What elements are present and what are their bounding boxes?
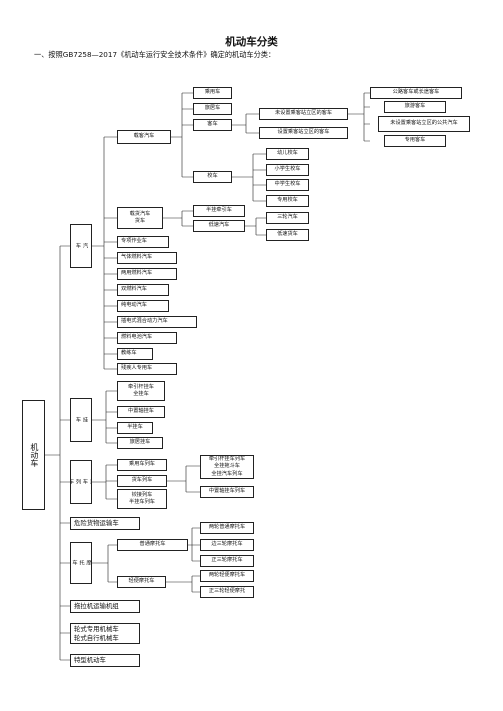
truck-train-center-axle: 中置轴挂车列车 <box>200 486 254 498</box>
category-wheeled: 轮式专用机械车 轮式自行机械车 <box>70 623 140 644</box>
trailer-semi: 半挂车 <box>117 422 153 434</box>
trailer-center-axle: 中置轴挂车 <box>117 406 165 418</box>
root-motor-vehicle: 机动车 <box>22 400 45 510</box>
cargo-car: 载货汽车 货车 <box>117 207 163 229</box>
train-passenger: 乘用车列车 <box>117 459 167 471</box>
page-title: 机动车分类 <box>225 36 278 48</box>
bus-special: 专用客车 <box>384 135 446 147</box>
trailer-caravan: 旅居挂车 <box>117 437 163 449</box>
type-rv: 旅居车 <box>193 103 232 115</box>
other-training: 教练车 <box>117 348 153 360</box>
type-bus: 客车 <box>193 119 232 131</box>
other-plugin-hybrid: 插电式混合动力汽车 <box>117 316 197 328</box>
category-hazmat: 危险货物运输车 <box>70 517 140 530</box>
school-primary: 小学生校车 <box>266 164 309 176</box>
category-car: 汽 车 <box>70 224 92 268</box>
truck-train-drawbar: 牵引杆挂车列车 全挂拖斗车 全挂汽车列车 <box>200 455 254 479</box>
moto-ordinary: 普通摩托车 <box>117 539 188 551</box>
other-dual-fuel: 双燃料汽车 <box>117 284 169 296</box>
bus-tour: 旅游客车 <box>384 101 446 113</box>
moto-two-wheel-light: 两轮轻便摩托车 <box>200 570 254 582</box>
cargo-low-speed: 低速汽车 <box>193 220 245 232</box>
cargo-semi-tractor: 半挂牵引车 <box>193 205 245 217</box>
passenger-car: 载客汽车 <box>117 130 171 144</box>
school-special: 专用校车 <box>266 195 309 207</box>
other-fuel-cell: 燃料电池汽车 <box>117 332 177 344</box>
other-special-vehicle: 专项作业车 <box>117 236 169 248</box>
category-trailer: 挂 车 <box>70 398 92 442</box>
moto-light: 轻便摩托车 <box>117 576 166 588</box>
train-articulated: 铰接列车 半挂车列车 <box>117 489 167 509</box>
low-speed-truck: 低速货车 <box>266 229 309 241</box>
category-tractor: 拖拉机运输机组 <box>70 600 140 613</box>
bus-intercity: 公路客车或长途客车 <box>370 87 462 99</box>
moto-sidecar: 边三轮摩托车 <box>200 539 254 551</box>
bus-no-standing: 未设置乘客站立区的客车 <box>259 108 348 120</box>
category-special: 特型机动车 <box>70 654 140 667</box>
moto-two-wheel-ordinary: 两轮普通摩托车 <box>200 522 254 534</box>
category-train: 汽 车 列 车 <box>70 460 92 504</box>
train-truck: 货车列车 <box>117 475 167 487</box>
trailer-drawbar: 牵引杆挂车 全挂车 <box>117 381 165 401</box>
other-electric: 纯电动汽车 <box>117 300 169 312</box>
page-subtitle: 一、按照GB7258—2017《机动车运行安全技术条件》确定的机动车分类： <box>34 50 276 59</box>
school-middle: 中学生校车 <box>266 179 309 191</box>
other-gas-fuel: 气体燃料汽车 <box>117 252 177 264</box>
type-school-bus: 校车 <box>193 171 232 183</box>
category-motorcycle: 摩 托 车 <box>70 542 92 584</box>
moto-tricycle-light: 正三轮轻便摩托 <box>200 586 254 598</box>
moto-tricycle: 正三轮摩托车 <box>200 555 254 567</box>
low-speed-tricycle: 三轮汽车 <box>266 212 309 224</box>
bus-public-no-standing: 未设置乘客站立区的公共汽车 <box>378 116 470 132</box>
type-passenger: 乘用车 <box>193 87 232 99</box>
school-kindergarten: 幼儿校车 <box>266 148 309 160</box>
other-disabled: 残疾人专用车 <box>117 363 177 375</box>
bus-standing: 设置乘客站立区的客车 <box>259 127 348 139</box>
other-bi-fuel: 两用燃料汽车 <box>117 268 177 280</box>
